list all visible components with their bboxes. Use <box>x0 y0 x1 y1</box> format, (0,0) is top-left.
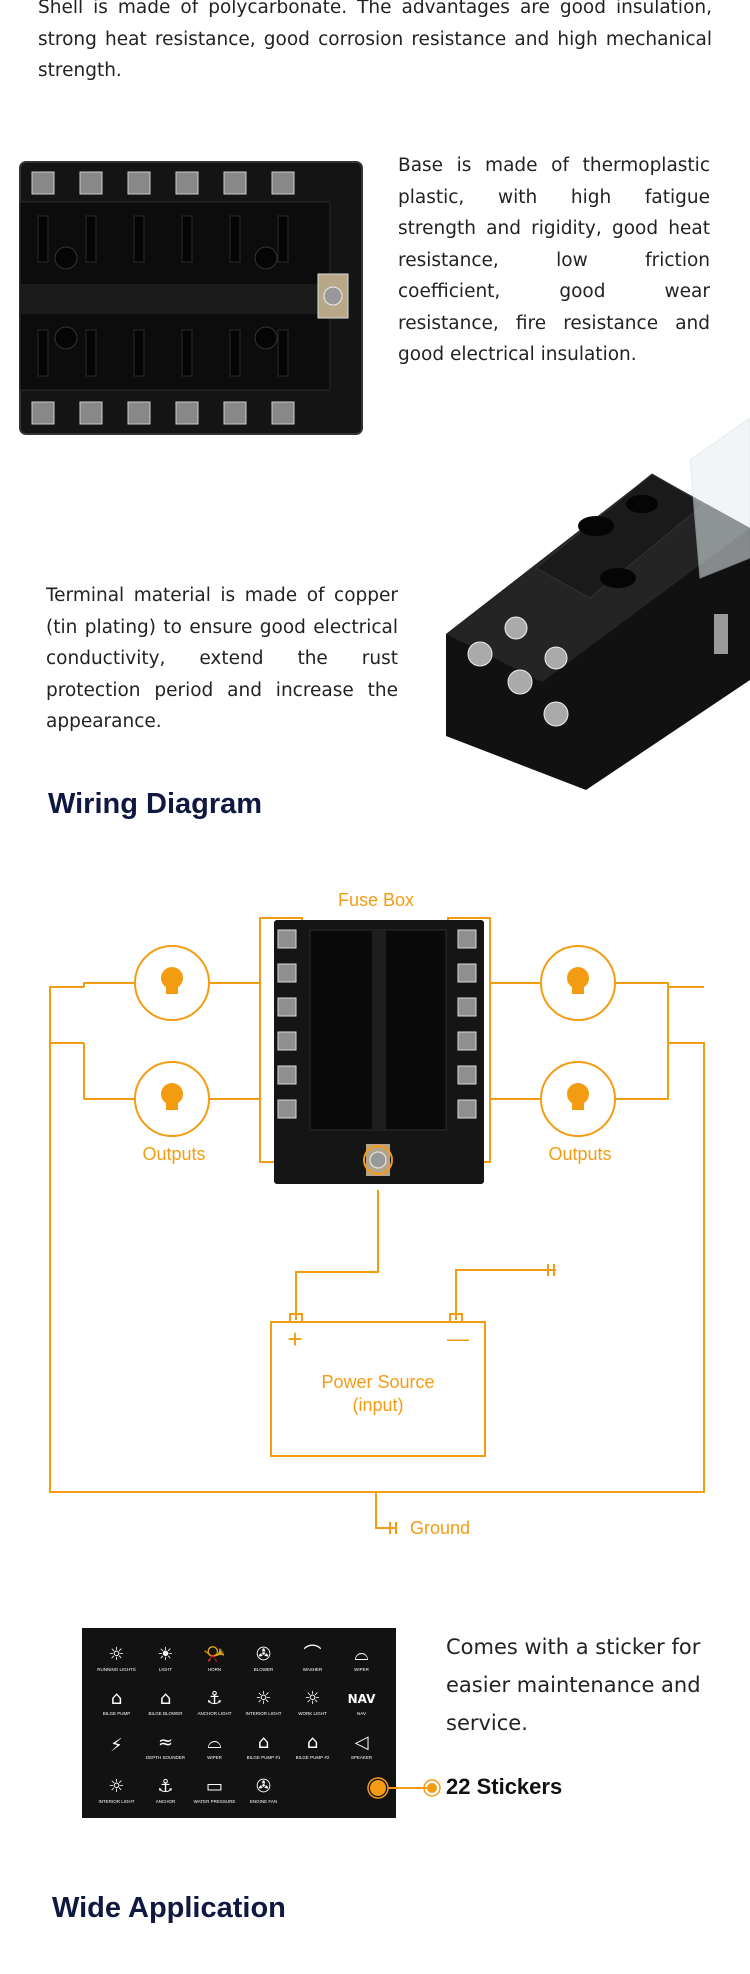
outputs-label-left: Outputs <box>142 1144 205 1164</box>
sticker-symbol-icon: ☼ <box>108 1775 125 1797</box>
sticker-symbol-icon: ⌂ <box>257 1731 270 1753</box>
sticker-symbol-icon: ⚓ <box>206 1687 223 1709</box>
sticker-item-label: BILGE BLOWER <box>148 1710 183 1716</box>
base-description: Base is made of thermoplastic plastic, w… <box>398 155 710 365</box>
sticker-item-label: WIPER <box>354 1666 369 1672</box>
lamp-icon-right-top <box>540 945 616 1021</box>
sticker-item-label: HORN <box>207 1666 222 1672</box>
sticker-symbol-icon: ⌒ <box>303 1643 322 1665</box>
sticker-symbol-icon: ✇ <box>255 1775 272 1797</box>
sticker-item: 📯HORN <box>190 1636 239 1680</box>
outputs-label-right: Outputs <box>548 1144 611 1164</box>
sticker-item-label: WORK LIGHT <box>298 1710 327 1716</box>
sticker-symbol-icon: ☼ <box>108 1643 125 1665</box>
sticker-symbol-icon: ☀ <box>157 1643 174 1665</box>
sticker-item: ⌂BILGE PUMP #1 <box>239 1724 288 1768</box>
sticker-item: ⌂BILGE BLOWER <box>141 1680 190 1724</box>
sticker-symbol-icon: ⌓ <box>354 1643 369 1665</box>
sticker-item: ⌓WIPER <box>190 1724 239 1768</box>
sticker-item-label: BILGE PUMP <box>102 1710 131 1716</box>
sticker-item-label: SPEAKER <box>350 1754 373 1760</box>
sticker-item-label: ENGINE FAN <box>249 1798 278 1804</box>
sticker-item: ⚡ <box>92 1724 141 1768</box>
fuse-box-angle-image <box>446 418 750 790</box>
sticker-item: ⌓WIPER <box>337 1636 386 1680</box>
callout-connector <box>367 1777 441 1799</box>
lamp-icon-left-bottom <box>134 1061 210 1137</box>
sticker-item: ⚓ANCHOR <box>141 1768 190 1812</box>
sticker-item-label: INTERIOR LIGHT <box>245 1710 282 1716</box>
sticker-symbol-icon: 📯 <box>203 1643 226 1665</box>
wiring-diagram-heading: Wiring Diagram <box>48 788 263 820</box>
sticker-item: ☀LIGHT <box>141 1636 190 1680</box>
sticker-symbol-icon: ▭ <box>205 1775 223 1797</box>
sticker-item-label: WASHER <box>302 1666 323 1672</box>
fuse-base-image <box>19 161 363 435</box>
sticker-item-label: LIGHT <box>158 1666 173 1672</box>
sticker-item-label: INTERIOR LIGHT <box>98 1798 135 1804</box>
sticker-item: ☼INTERIOR LIGHT <box>92 1768 141 1812</box>
sticker-item: ✇ENGINE FAN <box>239 1768 288 1812</box>
sticker-item-label: BILGE PUMP #2 <box>295 1754 330 1760</box>
sticker-item: ☼INTERIOR LIGHT <box>239 1680 288 1724</box>
sticker-symbol-icon: ⌂ <box>306 1731 319 1753</box>
sticker-item-label: ANCHOR LIGHT <box>197 1710 232 1716</box>
sticker-item-label: BILGE PUMP #1 <box>246 1754 281 1760</box>
terminal-row-bottom <box>31 401 295 425</box>
sticker-symbol-icon: ⌓ <box>207 1731 222 1753</box>
sticker-symbol-icon: ☼ <box>304 1687 321 1709</box>
sticker-symbol-icon: ⌂ <box>159 1687 172 1709</box>
terminal-description: Terminal material is made of copper (tin… <box>46 585 398 732</box>
sticker-symbol-icon: ⚡ <box>110 1735 123 1756</box>
sticker-item: ≈DEPTH SOUNDER <box>141 1724 190 1768</box>
sticker-count-label: 22 Stickers <box>446 1774 563 1799</box>
lamp-icon-right-bottom <box>540 1061 616 1137</box>
sticker-item: ◁SPEAKER <box>337 1724 386 1768</box>
sticker-item-label: NAV <box>357 1710 366 1716</box>
sticker-item: NAV NAV <box>337 1680 386 1724</box>
wide-application-heading: Wide Application <box>52 1892 286 1924</box>
sticker-item: ☼RUNNING LIGHTS <box>92 1636 141 1680</box>
sticker-item: ⚓ANCHOR LIGHT <box>190 1680 239 1724</box>
sticker-item: ⌒WASHER <box>288 1636 337 1680</box>
power-source-box <box>270 1321 486 1457</box>
sticker-item-label: BLOWER <box>253 1666 274 1672</box>
sticker-symbol-icon: ⌂ <box>110 1687 123 1709</box>
plus-label: + <box>287 1324 302 1354</box>
sticker-symbol-icon: ✇ <box>255 1643 272 1665</box>
sticker-item-label: RUNNING LIGHTS <box>97 1666 136 1672</box>
sticker-symbol-icon: ◁ <box>354 1731 369 1753</box>
wiring-diagram: Fuse Box Outputs Outputs + — Power Sourc… <box>49 890 705 1538</box>
sticker-item-label: ANCHOR <box>155 1798 176 1804</box>
power-source-label: Power Source <box>321 1372 434 1392</box>
sticker-item: ⌂BILGE PUMP #2 <box>288 1724 337 1768</box>
ground-label: Ground <box>410 1518 470 1538</box>
sticker-symbol-icon: ⚓ <box>157 1775 174 1797</box>
sticker-symbol-icon: NAV <box>347 1691 376 1706</box>
fuse-box-label: Fuse Box <box>338 890 414 910</box>
shell-description: Shell is made of polycarbonate. The adva… <box>38 0 712 81</box>
minus-label: — <box>447 1326 469 1351</box>
lamp-icon-left-top <box>134 945 210 1021</box>
power-input-label: (input) <box>352 1395 403 1415</box>
sticker-item-label: WIPER <box>207 1754 222 1760</box>
sticker-symbol-icon: ☼ <box>255 1687 272 1709</box>
sticker-item: ✇BLOWER <box>239 1636 288 1680</box>
sticker-item-label: DEPTH SOUNDER <box>145 1754 185 1760</box>
sticker-item: ▭WATER PRESSURE <box>190 1768 239 1812</box>
sticker-sheet-image: ☼RUNNING LIGHTS☀LIGHT📯HORN✇BLOWER⌒WASHER… <box>82 1628 396 1818</box>
sticker-item: ⌂BILGE PUMP <box>92 1680 141 1724</box>
terminal-row-top <box>31 171 295 195</box>
sticker-item: ☼WORK LIGHT <box>288 1680 337 1724</box>
sticker-item-label: WATER PRESSURE <box>193 1798 236 1804</box>
sticker-caption: Comes with a sticker for easier maintena… <box>446 1635 701 1735</box>
sticker-symbol-icon: ≈ <box>157 1731 174 1753</box>
